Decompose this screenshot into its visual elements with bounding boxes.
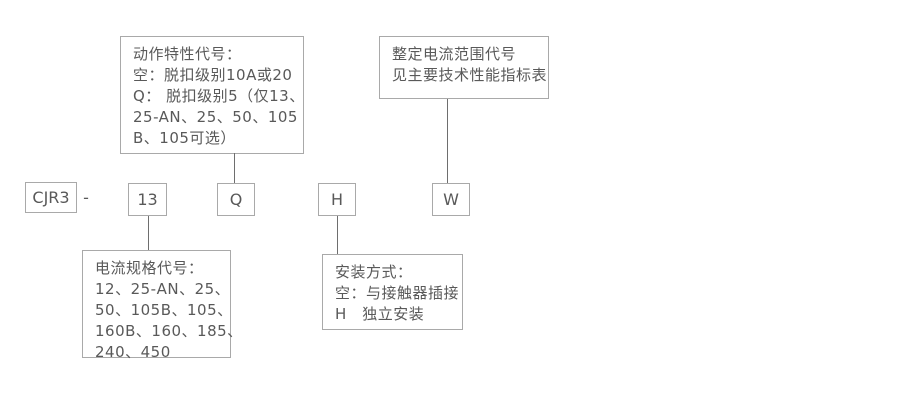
model-prefix-label: CJR3	[32, 188, 70, 207]
callout-current-spec: 电流规格代号： 12、25-AN、25、 50、105B、105、 160B、1…	[82, 250, 243, 361]
callout-line: Q： 脱扣级别5（仅13、	[133, 87, 305, 105]
code-box-current-range: W	[432, 183, 470, 216]
callout-line: 160B、160、185、	[95, 322, 243, 340]
callout-line: 12、25-AN、25、	[95, 280, 231, 298]
code-box-action-characteristic: Q	[217, 183, 255, 216]
separator-dash: -	[80, 182, 92, 213]
callout-current-range: 整定电流范围代号 见主要技术性能指标表	[379, 36, 549, 99]
code-current-spec-label: 13	[137, 190, 158, 209]
callout-line: 50、105B、105、	[95, 301, 233, 319]
callout-line: 240、450	[95, 343, 171, 361]
callout-line: B、105可选）	[133, 129, 236, 147]
callout-action-characteristic: 动作特性代号： 空：脱扣级别10A或20 Q： 脱扣级别5（仅13、 25-AN…	[120, 36, 304, 154]
callout-line: 动作特性代号：	[133, 45, 242, 63]
callout-line: 25-AN、25、50、105	[133, 108, 298, 126]
model-prefix-box: CJR3	[25, 182, 77, 213]
callout-line: H 独立安装	[335, 305, 425, 323]
connector-line-mounting	[337, 216, 338, 254]
callout-line: 见主要技术性能指标表	[392, 66, 548, 84]
connector-line-spec	[148, 216, 149, 250]
callout-line: 安装方式：	[335, 263, 413, 281]
separator-label: -	[83, 188, 89, 207]
connector-line-action	[234, 153, 235, 183]
code-box-current-spec: 13	[128, 183, 167, 216]
connector-line-range	[447, 99, 448, 183]
callout-mounting: 安装方式： 空：与接触器插接 H 独立安装	[322, 254, 463, 330]
code-current-range-label: W	[443, 190, 459, 209]
code-action-characteristic-label: Q	[229, 190, 243, 209]
callout-line: 空：与接触器插接	[335, 284, 460, 302]
callout-line: 电流规格代号：	[95, 259, 204, 277]
callout-line: 整定电流范围代号	[392, 45, 517, 63]
callout-line: 空：脱扣级别10A或20	[133, 66, 293, 84]
code-box-mounting: H	[318, 183, 356, 216]
code-mounting-label: H	[330, 190, 344, 209]
